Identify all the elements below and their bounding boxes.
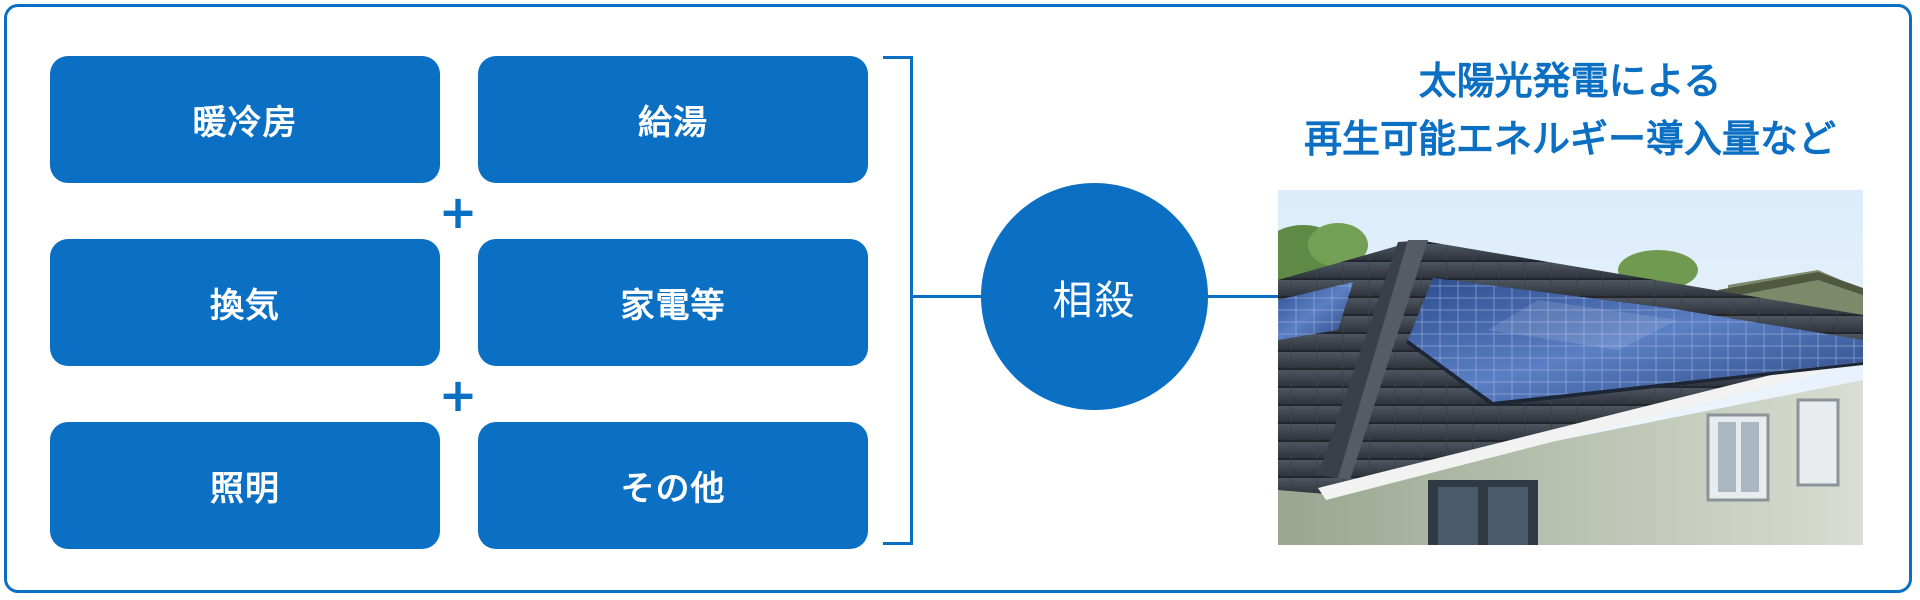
box-appliances: 家電等 [478,239,868,366]
plus-sign-1: + [438,185,478,239]
box-label: 換気 [210,286,280,326]
grouping-bracket [883,56,913,545]
offset-circle-label: 相殺 [1052,277,1137,324]
box-label: その他 [620,469,726,509]
box-label: 給湯 [638,103,708,143]
heading-line-1: 太陽光発電による [1418,59,1722,103]
connector-line-left [913,295,983,298]
box-ventilation: 換気 [50,239,440,366]
offset-circle: 相殺 [981,183,1208,410]
box-label: 暖冷房 [192,103,298,143]
heading-line-2: 再生可能エネルギー導入量など [1303,117,1836,161]
box-heating-cooling: 暖冷房 [50,56,440,183]
box-label: 家電等 [620,286,726,326]
box-other: その他 [478,422,868,549]
box-hot-water: 給湯 [478,56,868,183]
solar-house-roof-photo [1278,190,1863,545]
plus-sign-2: + [438,368,478,422]
box-label: 照明 [210,469,280,509]
box-lighting: 照明 [50,422,440,549]
renewable-heading: 太陽光発電による 再生可能エネルギー導入量など [1260,52,1880,168]
connector-line-right [1206,295,1280,298]
